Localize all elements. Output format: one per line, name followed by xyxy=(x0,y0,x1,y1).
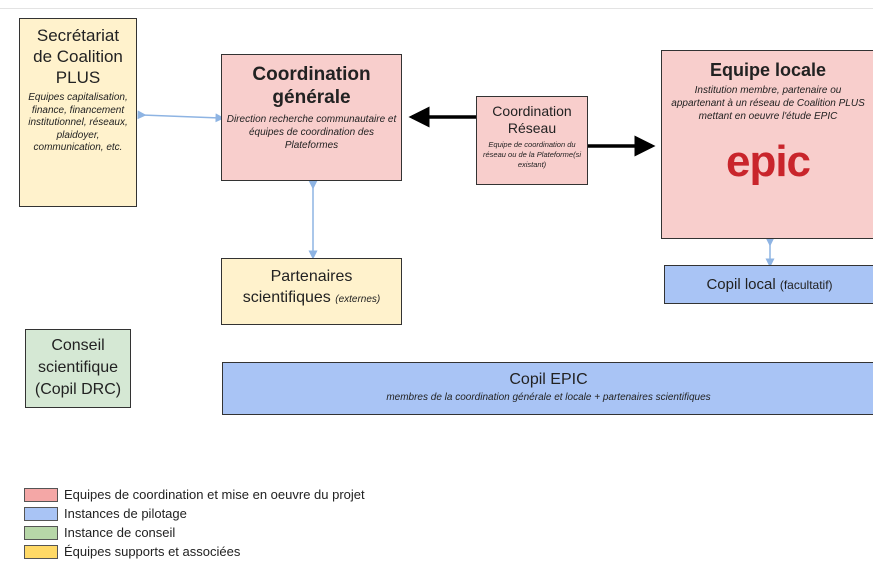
copil-local-qualifier: (facultatif) xyxy=(779,278,833,292)
copil-epic-subtitle: membres de la coordination générale et l… xyxy=(386,392,711,403)
coordination-generale-title: Coordination générale xyxy=(252,64,371,108)
legend-item-pilotage: Instances de pilotage xyxy=(24,505,187,522)
legend-swatch-conseil xyxy=(24,525,58,540)
coordination-generale-box: Coordination générale Direction recherch… xyxy=(221,54,402,181)
partenaires-title: Partenaires scientifiques (externes) xyxy=(222,266,401,310)
coordination-generale-subtitle: Direction recherche communautaire et équ… xyxy=(226,114,397,151)
copil-local-title: Copil local (facultatif) xyxy=(665,276,873,294)
equipe-locale-subtitle: Institution membre, partenaire ou appart… xyxy=(671,85,865,122)
partenaires-qualifier: (externes) xyxy=(335,294,381,305)
legend-label-pilotage: Instances de pilotage xyxy=(64,506,187,521)
partenaires-box: Partenaires scientifiques (externes) xyxy=(221,258,402,325)
equipe-locale-title: Equipe locale xyxy=(709,60,827,80)
copil-epic-title: Copil EPIC xyxy=(509,371,588,388)
epic-logo: epic xyxy=(725,137,811,186)
legend-item-coordination: Equipes de coordination et mise en oeuvr… xyxy=(24,486,365,503)
top-divider xyxy=(0,8,873,9)
legend-swatch-supports xyxy=(24,544,58,559)
copil-local-box: Copil local (facultatif) xyxy=(664,265,873,304)
legend-label-conseil: Instance de conseil xyxy=(64,525,176,540)
coordination-reseau-title: Coordination Réseau xyxy=(492,103,572,136)
legend-label-coordination: Equipes de coordination et mise en oeuvr… xyxy=(64,487,365,502)
legend-label-supports: Équipes supports et associées xyxy=(64,544,241,559)
secretariat-title: Secrétariat de Coalition PLUS xyxy=(33,26,123,87)
coordination-reseau-subtitle: Equipe de coordination du réseau ou de l… xyxy=(483,140,581,169)
conseil-scientifique-box: Conseil scientifique (Copil DRC) xyxy=(25,329,131,408)
secretariat-box: Secrétariat de Coalition PLUS Equipes ca… xyxy=(19,18,137,207)
coordination-reseau-box: Coordination Réseau Equipe de coordinati… xyxy=(476,96,588,185)
equipe-locale-box: Equipe locale Institution membre, parten… xyxy=(661,50,873,239)
legend-item-supports: Équipes supports et associées xyxy=(24,543,240,560)
legend-swatch-coordination xyxy=(24,487,58,502)
copil-epic-box: Copil EPIC membres de la coordination gé… xyxy=(222,362,873,415)
copil-local-title-text: Copil local xyxy=(706,276,776,293)
partenaires-title-text: Partenaires scientifiques xyxy=(242,268,353,306)
legend-swatch-pilotage xyxy=(24,506,58,521)
conseil-scientifique-title: Conseil scientifique (Copil DRC) xyxy=(34,337,122,398)
secretariat-subtitle: Equipes capitalisation, finance, finance… xyxy=(28,92,128,153)
connector-secretariat-coordination xyxy=(137,110,225,123)
legend-item-conseil: Instance de conseil xyxy=(24,524,175,541)
